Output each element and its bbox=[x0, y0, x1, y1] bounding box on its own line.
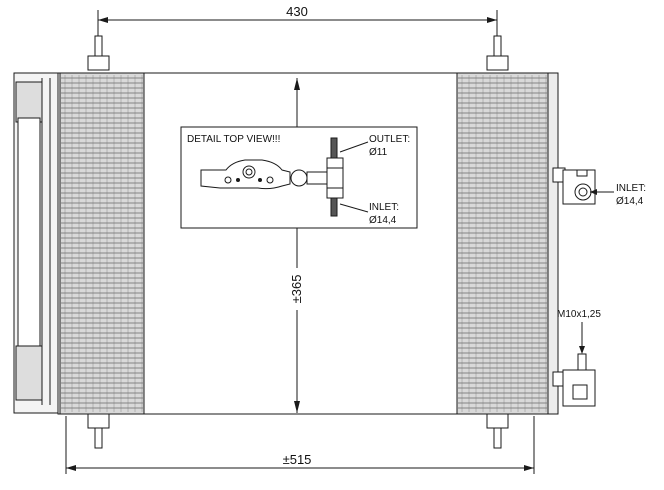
top-width-label: 430 bbox=[286, 4, 308, 19]
side-inlet-value: Ø14,4 bbox=[616, 196, 644, 207]
detail-inlet-label: INLET: bbox=[369, 202, 399, 213]
receiver-dryer-tank bbox=[13, 72, 61, 414]
top-right-mounting-pin bbox=[486, 35, 509, 71]
right-fin-block bbox=[456, 72, 549, 415]
right-header-tank bbox=[547, 72, 559, 415]
thread-label: M10x1,25 bbox=[557, 309, 601, 320]
bottom-width-label: ±515 bbox=[283, 452, 312, 467]
height-label: ±365 bbox=[289, 275, 304, 304]
detail-inlet-value: Ø14,4 bbox=[369, 215, 397, 226]
detail-title: DETAIL TOP VIEW!!! bbox=[187, 134, 280, 145]
condenser-core bbox=[57, 72, 551, 415]
left-fin-lines bbox=[61, 75, 143, 412]
bottom-right-mounting-pin bbox=[486, 413, 509, 449]
height-dimension: ±365 bbox=[283, 78, 311, 413]
outlet-label: OUTLET: bbox=[369, 134, 410, 145]
top-width-dimension: 430 bbox=[97, 4, 498, 44]
side-inlet-port: INLET: Ø14,4 bbox=[552, 167, 646, 207]
detail-top-view: DETAIL TOP VIEW!!! OUTLET: Ø11 INLET: Ø1… bbox=[180, 126, 418, 229]
right-fin-lines bbox=[458, 75, 547, 412]
bottom-width-dimension: ±515 bbox=[65, 416, 535, 474]
outlet-value: Ø11 bbox=[369, 147, 388, 158]
side-inlet-label: INLET: bbox=[616, 183, 646, 194]
left-fin-block bbox=[59, 72, 145, 415]
top-left-mounting-pin bbox=[87, 35, 110, 71]
thread-port: M10x1,25 bbox=[552, 309, 601, 407]
bottom-left-mounting-pin bbox=[87, 413, 110, 449]
